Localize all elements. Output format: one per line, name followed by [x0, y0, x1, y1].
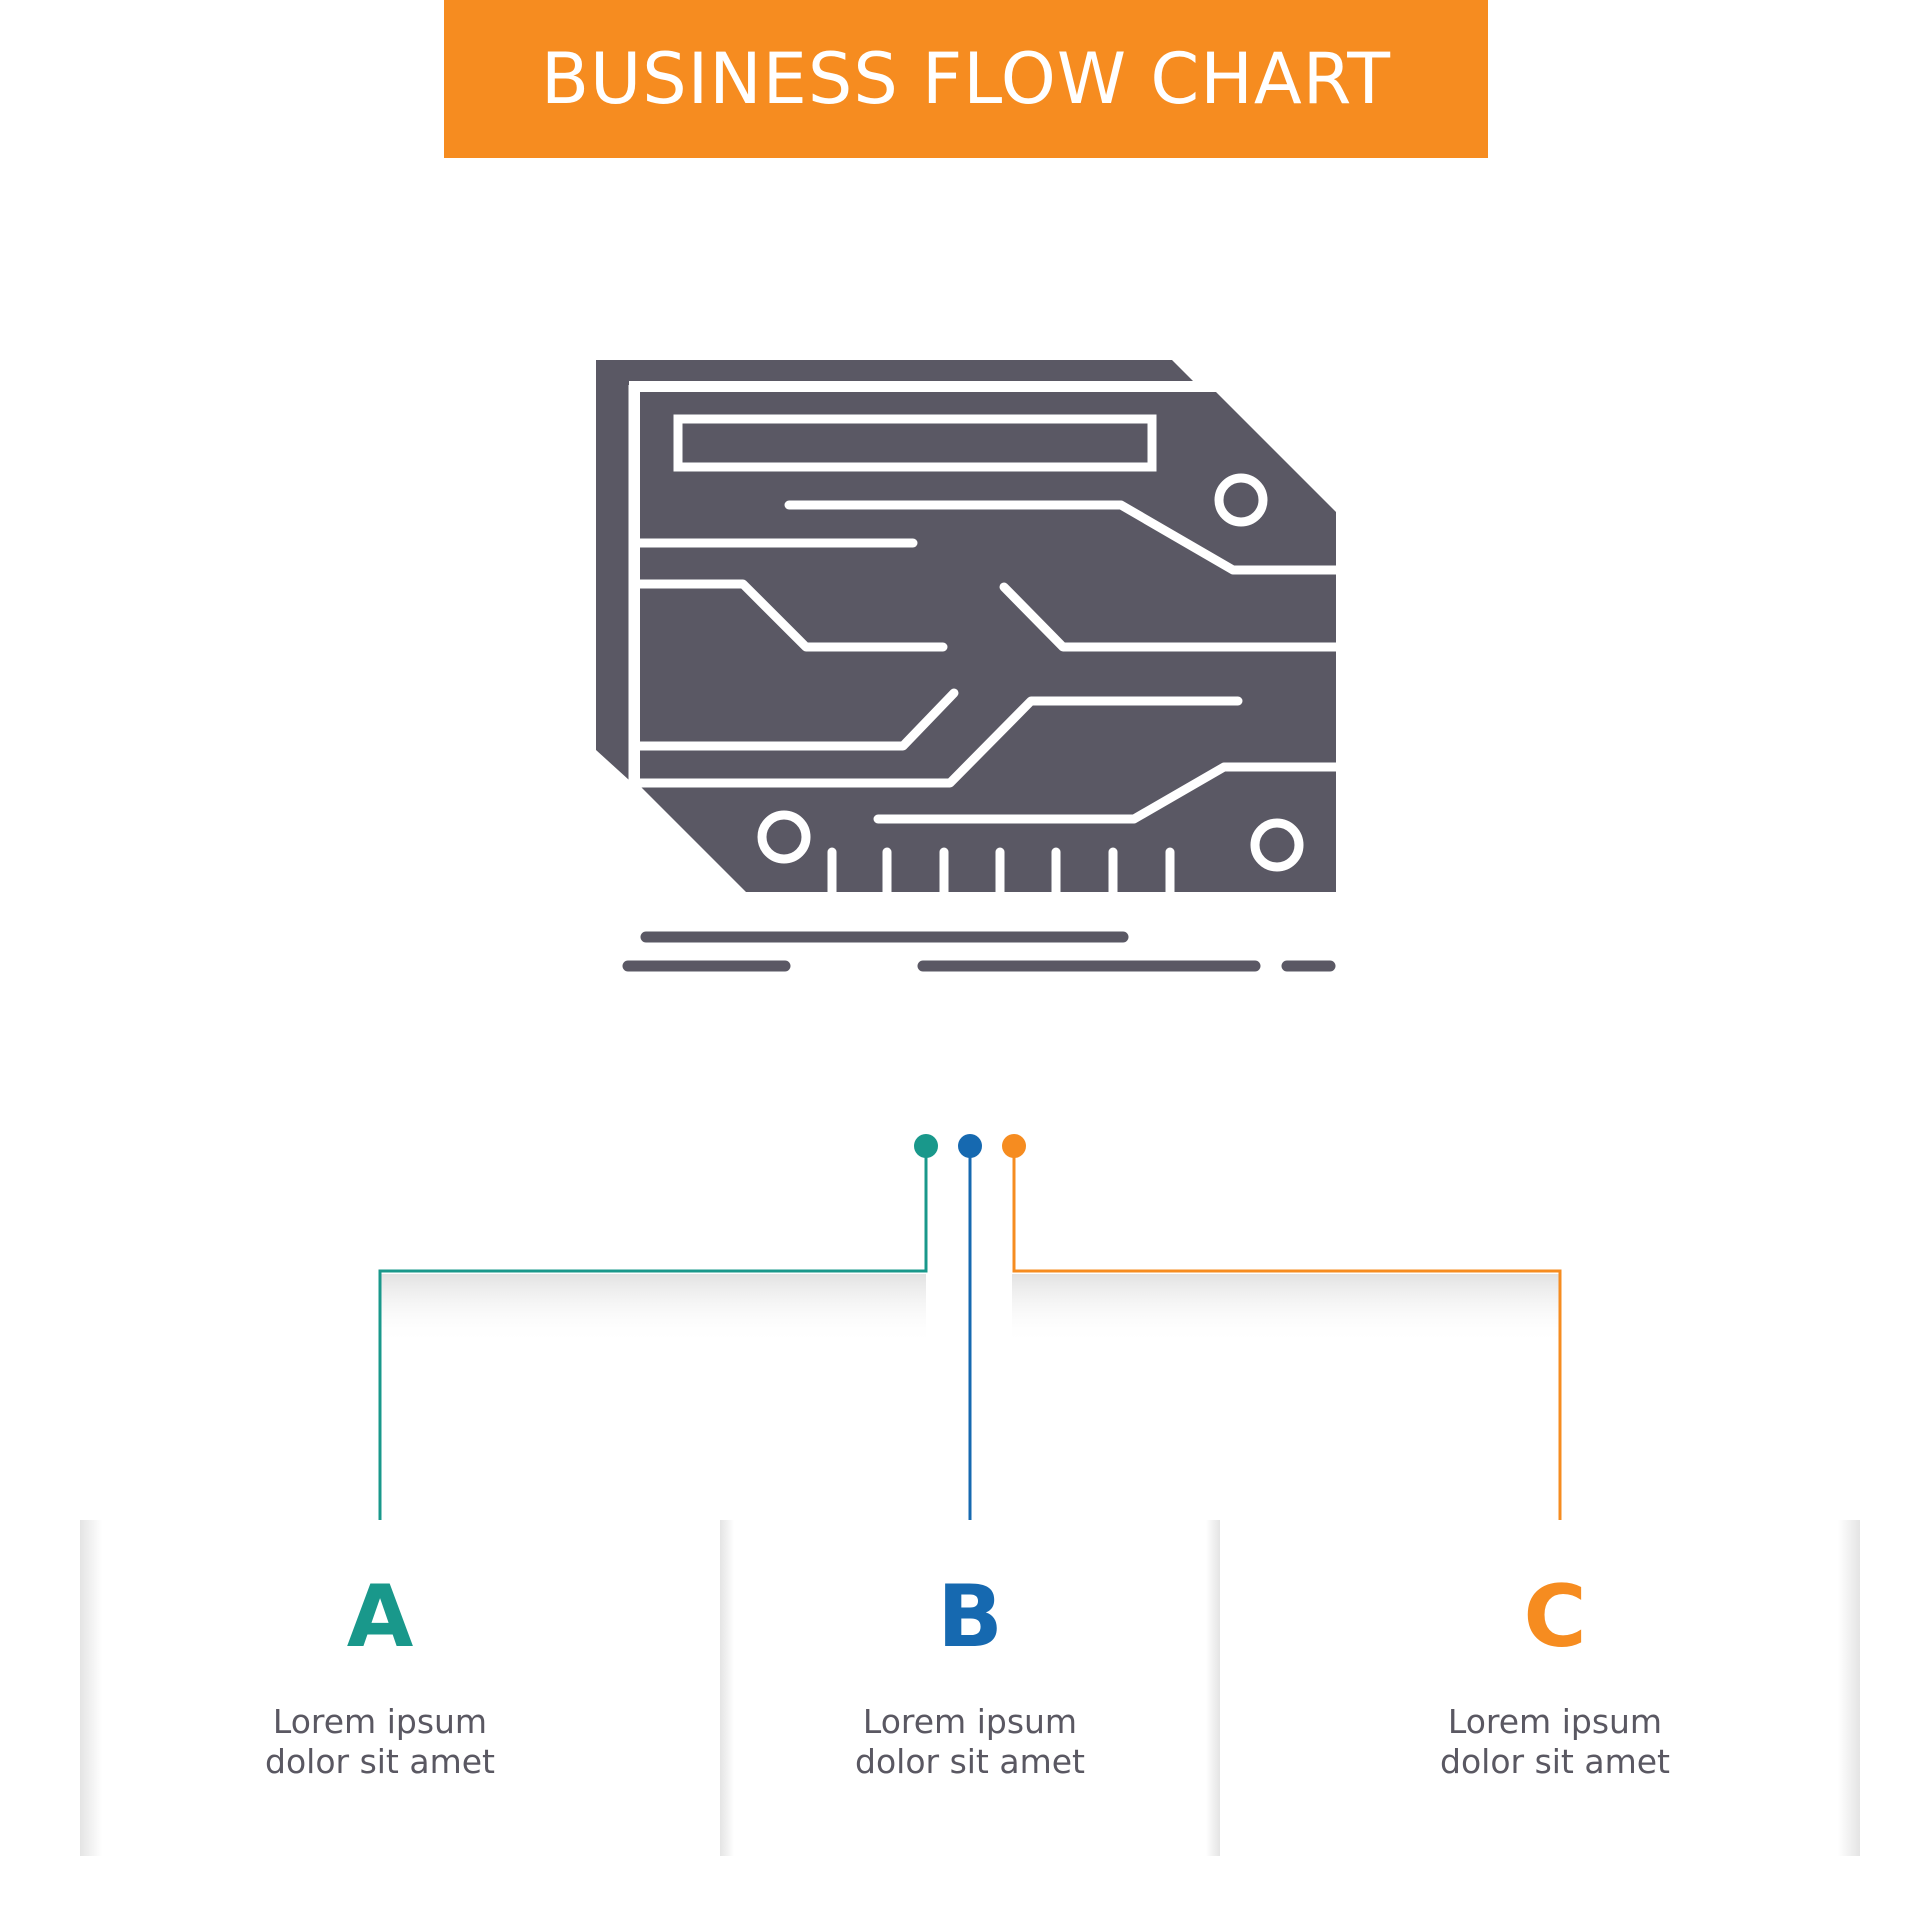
step-panel-b: [720, 1520, 1220, 1856]
step-panel-c: [1220, 1520, 1860, 1856]
step-b-line2: dolor sit amet: [855, 1742, 1085, 1781]
page-title: BUSINESS FLOW CHART: [540, 38, 1392, 120]
connector-b: [958, 1134, 982, 1522]
step-a-line2: dolor sit amet: [265, 1742, 495, 1781]
header-banner: BUSINESS FLOW CHART: [444, 0, 1488, 158]
step-c-text: Lorem ipsum dolor sit amet: [1355, 1702, 1755, 1782]
step-c-line1: Lorem ipsum: [1447, 1702, 1663, 1741]
connector-shadow-left: [380, 1274, 926, 1344]
circuit-board-icon: [596, 360, 1341, 972]
connector-a: [378, 1134, 938, 1542]
connector-c: [1002, 1134, 1562, 1542]
step-a-text: Lorem ipsum dolor sit amet: [180, 1702, 580, 1782]
step-c-line2: dolor sit amet: [1440, 1742, 1670, 1781]
step-b-text: Lorem ipsum dolor sit amet: [770, 1702, 1170, 1782]
connector-shadow-right: [1012, 1274, 1560, 1344]
step-panel-a: [80, 1520, 720, 1856]
step-a-letter: A: [346, 1567, 414, 1667]
step-c-letter: C: [1523, 1567, 1587, 1667]
step-a-line1: Lorem ipsum: [272, 1702, 488, 1741]
step-b-line1: Lorem ipsum: [862, 1702, 1078, 1741]
step-b-letter: B: [937, 1567, 1003, 1667]
